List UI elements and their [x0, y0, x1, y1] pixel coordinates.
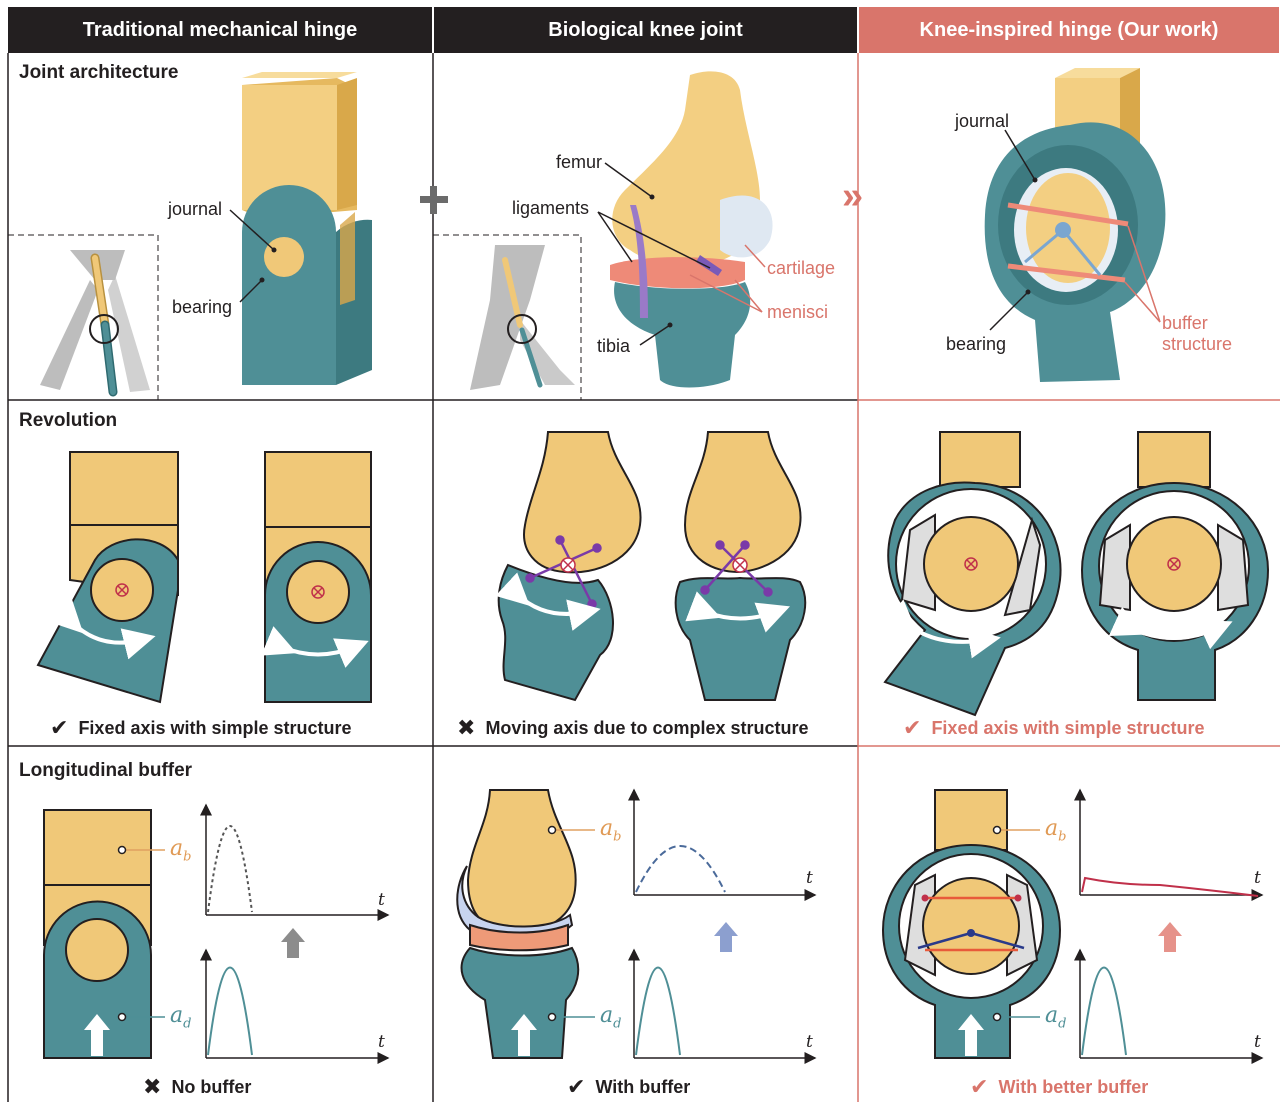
- inset-biological: [433, 235, 581, 400]
- plus-sign: [420, 186, 448, 214]
- var-ab-ours: ab: [1045, 816, 1066, 844]
- transmission-arrow-biological: [714, 922, 738, 952]
- axis-t-ab-traditional: t: [378, 890, 385, 910]
- label-bearing-ours: bearing: [946, 334, 1006, 355]
- check-icon: ✔: [903, 715, 921, 741]
- transmission-arrow-traditional: [281, 928, 305, 958]
- axis-t-ad-ours: t: [1254, 1032, 1261, 1052]
- caption-revolution-biological: ✖ Moving axis due to complex structure: [457, 715, 809, 741]
- plot-ad-traditional: [206, 950, 388, 1058]
- var-ad-traditional: ad: [170, 1003, 191, 1031]
- hinge-3d-traditional: [242, 72, 372, 385]
- caption-text: With buffer: [595, 1077, 690, 1098]
- row-label-buffer: Longitudinal buffer: [19, 760, 192, 782]
- caption-buffer-ours: ✔ With better buffer: [970, 1074, 1148, 1100]
- row-label-revolution: Revolution: [19, 410, 117, 432]
- caption-text: Moving axis due to complex structure: [485, 718, 808, 739]
- label-cartilage: cartilage: [767, 258, 835, 279]
- axis-t-ad-biological: t: [806, 1032, 813, 1052]
- var-ab-biological: ab: [600, 816, 621, 844]
- axis-t-ab-biological: t: [806, 868, 813, 888]
- caption-text: No buffer: [171, 1077, 251, 1098]
- caption-text: With better buffer: [998, 1077, 1148, 1098]
- caption-buffer-traditional: ✖ No buffer: [143, 1074, 251, 1100]
- revolution-traditional-straight: [265, 452, 371, 702]
- var-ad-biological: ad: [600, 1003, 621, 1031]
- label-tibia: tibia: [597, 336, 630, 357]
- row-label-architecture: Joint architecture: [19, 62, 178, 84]
- var-ab-traditional: ab: [170, 836, 191, 864]
- label-menisci: menisci: [767, 302, 828, 323]
- plot-ab-traditional: [206, 805, 388, 915]
- revolution-ours-tilted: [885, 432, 1061, 715]
- label-femur: femur: [556, 152, 602, 173]
- check-icon: ✔: [567, 1074, 585, 1100]
- label-bearing-traditional: bearing: [172, 297, 232, 318]
- cross-icon: ✖: [143, 1074, 161, 1100]
- axis-t-ad-traditional: t: [378, 1032, 385, 1052]
- label-journal-traditional: journal: [168, 199, 222, 220]
- plot-ad-biological: [634, 950, 815, 1058]
- check-icon: ✔: [50, 715, 68, 741]
- chevron-icon: »: [842, 175, 863, 218]
- plot-ad-ours: [1080, 950, 1262, 1058]
- inset-traditional: [8, 235, 158, 400]
- check-icon: ✔: [970, 1074, 988, 1100]
- revolution-traditional-tilted: [38, 452, 178, 702]
- axis-t-ab-ours: t: [1254, 868, 1261, 888]
- label-ligaments: ligaments: [512, 198, 589, 219]
- label-journal-ours: journal: [955, 111, 1009, 132]
- plot-ab-ours: [1080, 790, 1262, 896]
- caption-text: Fixed axis with simple structure: [78, 718, 351, 739]
- label-buffer-structure-2: structure: [1162, 334, 1232, 355]
- caption-text: Fixed axis with simple structure: [931, 718, 1204, 739]
- caption-revolution-ours: ✔ Fixed axis with simple structure: [903, 715, 1205, 741]
- label-buffer-structure-1: buffer: [1162, 313, 1208, 334]
- plot-ab-biological: [634, 790, 815, 895]
- var-ad-ours: ad: [1045, 1003, 1066, 1031]
- cross-icon: ✖: [457, 715, 475, 741]
- hinge-3d-ours: [985, 68, 1166, 382]
- transmission-arrow-ours: [1158, 922, 1182, 952]
- caption-buffer-biological: ✔ With buffer: [567, 1074, 690, 1100]
- caption-revolution-traditional: ✔ Fixed axis with simple structure: [50, 715, 352, 741]
